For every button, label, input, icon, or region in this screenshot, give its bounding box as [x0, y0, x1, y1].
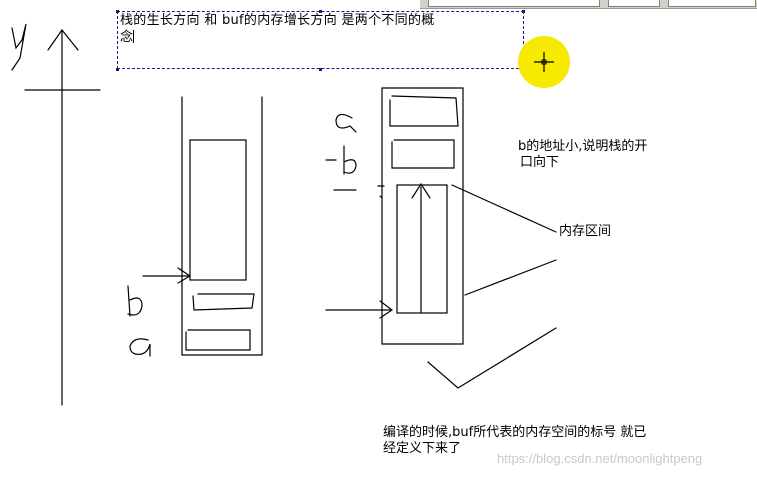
annotation-compile-line2: 经定义下来了 [383, 441, 462, 456]
annotation-b-address-line2: 口向下 [520, 155, 560, 170]
note-line-1: 栈的生长方向 和 buf的内存增长方向 是两个不同的概 [120, 13, 435, 28]
crosshair-cursor-icon [534, 52, 554, 72]
app-toolbar-strip [420, 0, 757, 9]
text-caret [133, 30, 135, 43]
annotation-compile-line1: 编译的时候,buf所代表的内存空间的标号 就已 [383, 425, 647, 440]
annotation-compile: 编译的时候,buf所代表的内存空间的标号 就已 经定义下来了 [383, 425, 646, 457]
note-line-2: 念 [120, 30, 134, 45]
resize-handle-tl[interactable] [116, 10, 119, 13]
toolbar-combo-small[interactable] [608, 0, 660, 7]
stack-diagram-left [127, 96, 263, 357]
resize-handle-b[interactable] [319, 68, 322, 71]
resize-handle-bl[interactable] [116, 68, 119, 71]
annotation-mem-region: 内存区间 [559, 224, 612, 239]
toolbar-combo[interactable] [428, 0, 600, 7]
toolbar-field[interactable] [668, 0, 756, 7]
y-axis-letter [11, 23, 27, 71]
y-axis-arrow [24, 28, 101, 406]
annotation-b-address: b的地址小,说明栈的开 口向下 [518, 139, 647, 171]
stack-diagram-right [325, 87, 557, 389]
text-annotation-content[interactable]: 栈的生长方向 和 buf的内存增长方向 是两个不同的概 念 [120, 12, 530, 46]
resize-handle-tr[interactable] [522, 10, 525, 13]
annotation-b-address-line1: b的地址小,说明栈的开 [518, 139, 648, 154]
watermark: https://blog.csdn.net/moonlightpeng [497, 451, 703, 466]
resize-handle-t[interactable] [319, 10, 322, 13]
